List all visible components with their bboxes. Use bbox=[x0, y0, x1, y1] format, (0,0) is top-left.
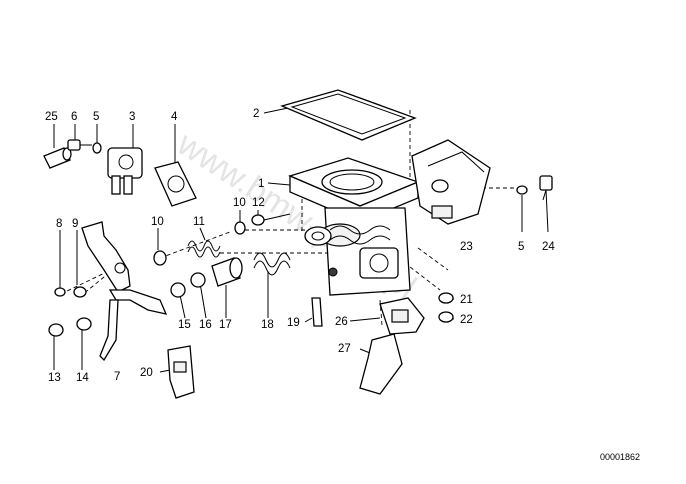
part-screw-19 bbox=[311, 297, 323, 327]
callout-18: 18 bbox=[261, 319, 274, 331]
part-washer-right bbox=[516, 185, 528, 195]
callout-21: 21 bbox=[460, 294, 473, 306]
callout-13: 13 bbox=[48, 372, 61, 384]
part-spring-18 bbox=[253, 252, 291, 276]
part-gasket-small bbox=[154, 161, 197, 207]
callout-8: 8 bbox=[56, 218, 62, 230]
part-screw-12 bbox=[251, 213, 291, 226]
part-washer-5 bbox=[92, 142, 102, 154]
part-gasket-top bbox=[280, 89, 417, 141]
part-connector-26 bbox=[379, 297, 425, 335]
part-washer-15 bbox=[170, 282, 186, 298]
part-washer-9 bbox=[73, 286, 87, 298]
callout-6: 6 bbox=[71, 111, 77, 123]
callout-14: 14 bbox=[76, 372, 89, 384]
callout-15: 15 bbox=[178, 319, 191, 331]
callout-16: 16 bbox=[199, 319, 212, 331]
part-screw-right bbox=[539, 175, 553, 201]
callout-10a: 10 bbox=[151, 216, 164, 228]
part-lever-7 bbox=[81, 221, 168, 362]
callout-17: 17 bbox=[219, 319, 232, 331]
part-sleeve-25 bbox=[43, 147, 72, 169]
callout-labels: 1 2 3 4 5 5 6 7 8 9 10 10 11 12 13 14 15… bbox=[45, 108, 555, 384]
callout-25: 25 bbox=[45, 111, 58, 123]
callout-3: 3 bbox=[129, 111, 135, 123]
callout-1: 1 bbox=[258, 178, 264, 190]
callout-5b: 5 bbox=[518, 241, 524, 253]
callout-24: 24 bbox=[542, 241, 555, 253]
part-washer-21 bbox=[438, 292, 454, 304]
part-washer-14 bbox=[76, 317, 92, 331]
callout-10b: 10 bbox=[233, 197, 246, 209]
callout-2: 2 bbox=[253, 108, 259, 120]
callout-19: 19 bbox=[287, 317, 300, 329]
part-bushing-10 bbox=[153, 250, 167, 266]
part-nut-22 bbox=[438, 311, 454, 323]
callout-4: 4 bbox=[171, 111, 178, 123]
part-clip-8 bbox=[54, 287, 66, 297]
callout-11: 11 bbox=[193, 216, 205, 228]
part-bushing-17 bbox=[211, 257, 243, 287]
callout-20: 20 bbox=[140, 367, 153, 379]
part-nut-13 bbox=[48, 323, 64, 337]
callout-7: 7 bbox=[114, 371, 120, 383]
part-screw-6 bbox=[67, 139, 92, 151]
callout-27: 27 bbox=[338, 343, 351, 355]
callout-12: 12 bbox=[252, 197, 265, 209]
part-throttle-housing bbox=[288, 157, 420, 296]
callout-23: 23 bbox=[460, 241, 473, 253]
callout-26: 26 bbox=[335, 316, 348, 328]
leader-lines bbox=[53, 107, 549, 373]
callout-5a: 5 bbox=[93, 111, 99, 123]
part-spring-11 bbox=[187, 240, 221, 258]
part-bracket-20 bbox=[167, 345, 195, 399]
part-clip-16 bbox=[190, 272, 206, 288]
callout-22: 22 bbox=[460, 314, 473, 326]
diagram-part-number: 00001862 bbox=[600, 452, 640, 462]
part-bushing-10b bbox=[234, 221, 246, 235]
part-throttle-sensor bbox=[411, 139, 491, 225]
part-bracket-top-left bbox=[107, 147, 143, 195]
callout-9: 9 bbox=[72, 218, 78, 230]
part-boot-27 bbox=[359, 333, 403, 395]
